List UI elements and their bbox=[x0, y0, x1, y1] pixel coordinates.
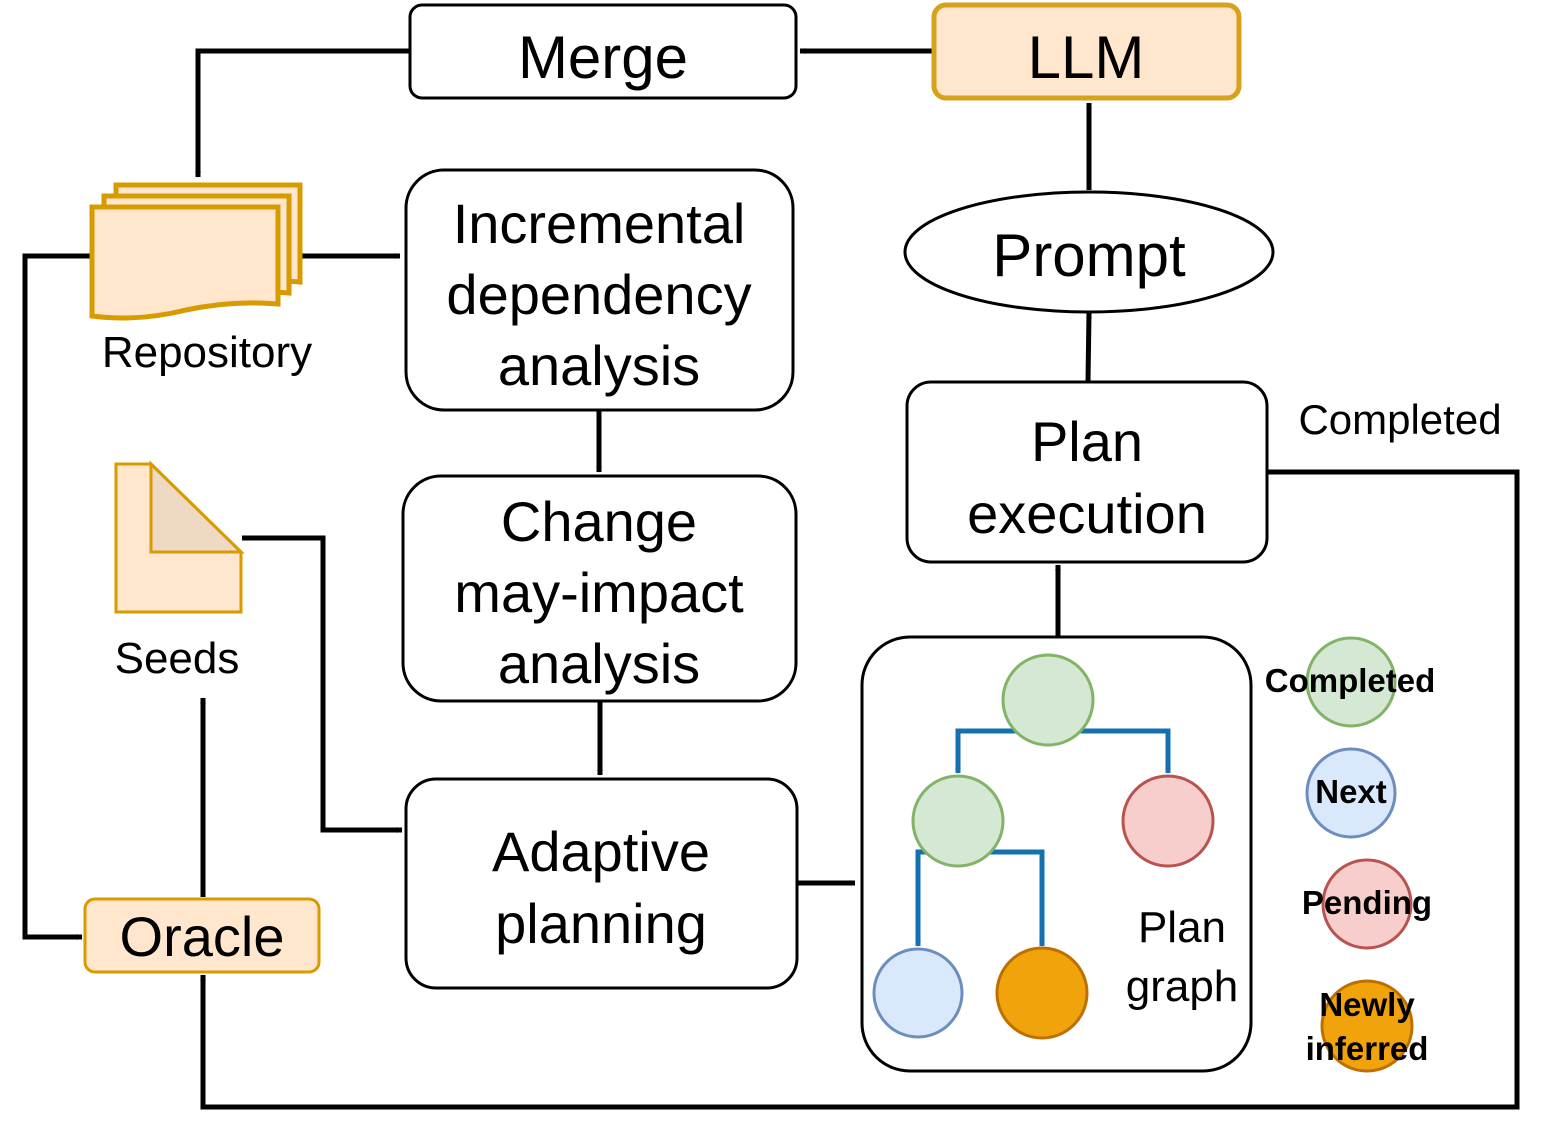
adaptive-node: Adaptive planning bbox=[404, 777, 799, 990]
legend-label-inferred: inferred bbox=[1306, 1030, 1429, 1067]
legend: Completed Next Pending Newly inferred bbox=[1265, 636, 1436, 1073]
plan-graph-line-2: graph bbox=[1126, 962, 1239, 1011]
tree-node-next bbox=[872, 947, 964, 1039]
oracle-label: Oracle bbox=[120, 905, 285, 968]
tree-node-newly-inferred bbox=[995, 946, 1089, 1040]
tree-arrow bbox=[1048, 728, 1171, 774]
seeds-label: Seeds bbox=[115, 634, 240, 683]
legend-label-pending: Pending bbox=[1302, 884, 1432, 921]
legend-item-newly-inferred: Newly inferred bbox=[1306, 979, 1429, 1073]
plan-graph-node: Plan graph bbox=[860, 635, 1253, 1073]
legend-label-next: Next bbox=[1315, 773, 1387, 810]
change-node: Change may-impact analysis bbox=[401, 474, 798, 703]
adaptive-line-1: Adaptive bbox=[492, 820, 710, 883]
change-line-3: analysis bbox=[498, 632, 700, 695]
repository-label: Repository bbox=[102, 328, 312, 377]
change-line-1: Change bbox=[501, 490, 697, 553]
legend-item-completed: Completed bbox=[1265, 636, 1436, 728]
plan-execution-line-2: execution bbox=[967, 482, 1207, 545]
seeds-node: Seeds bbox=[114, 460, 245, 683]
prompt-node: Prompt bbox=[903, 190, 1275, 314]
legend-label-newly: Newly bbox=[1319, 986, 1415, 1023]
merge-node: Merge bbox=[408, 3, 798, 100]
incremental-node: Incremental dependency analysis bbox=[404, 168, 795, 412]
plan-execution-line-1: Plan bbox=[1031, 410, 1143, 473]
plan-graph-line-1: Plan bbox=[1138, 903, 1226, 952]
edge-execution-to-oracle bbox=[200, 469, 1520, 1110]
legend-item-pending: Pending bbox=[1302, 858, 1432, 950]
llm-label: LLM bbox=[1028, 24, 1145, 91]
tree-node-pending bbox=[1121, 774, 1215, 868]
merge-label: Merge bbox=[518, 24, 688, 91]
edges bbox=[22, 48, 1520, 1110]
plan-execution-node: Plan execution bbox=[905, 380, 1269, 564]
incremental-line-1: Incremental bbox=[453, 192, 746, 255]
change-line-2: may-impact bbox=[454, 561, 744, 624]
edge-repository-to-oracle bbox=[22, 253, 92, 940]
tree-node-completed-root bbox=[1001, 653, 1095, 747]
llm-node: LLM bbox=[931, 2, 1242, 101]
edge-seeds-to-adaptive bbox=[242, 535, 403, 833]
incremental-line-3: analysis bbox=[498, 334, 700, 397]
edge-merge-to-repository bbox=[195, 48, 410, 178]
completed-edge-label: Completed bbox=[1298, 396, 1501, 443]
tree-node-completed bbox=[911, 774, 1005, 868]
legend-label-completed: Completed bbox=[1265, 662, 1436, 699]
prompt-label: Prompt bbox=[992, 222, 1186, 289]
adaptive-line-2: planning bbox=[495, 892, 707, 955]
legend-item-next: Next bbox=[1305, 747, 1397, 839]
incremental-line-2: dependency bbox=[446, 263, 751, 326]
edge-execution-to-prompt bbox=[1085, 312, 1092, 382]
repository-node: Repository bbox=[89, 182, 312, 377]
oracle-node: Oracle bbox=[83, 897, 321, 974]
